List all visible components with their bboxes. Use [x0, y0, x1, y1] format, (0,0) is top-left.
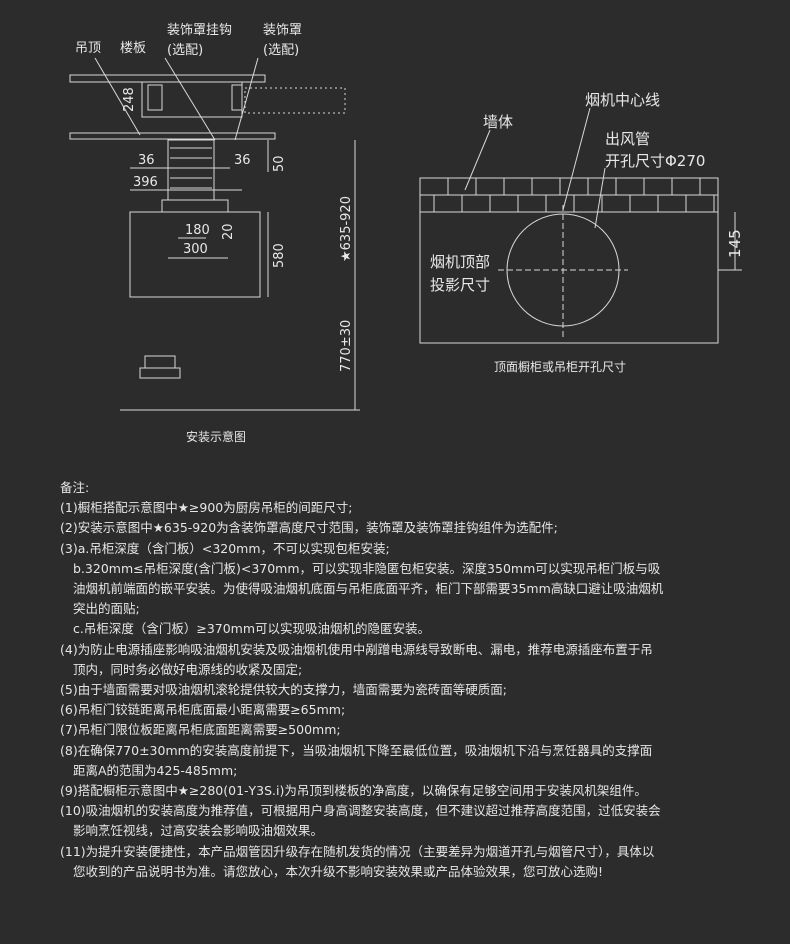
- note-line: 距离A的范围为425-485mm;: [73, 762, 238, 778]
- label-cover: 装饰罩: [263, 23, 302, 38]
- label-outlet-size: 开孔尺寸Φ270: [605, 152, 705, 170]
- note-line: (10)吸油烟机的安装高度为推荐值，可根据用户身高调整安装高度，但不建议超过推荐…: [60, 803, 661, 819]
- dim-50: 50: [272, 155, 287, 172]
- note-line: 突出的面贴;: [73, 601, 140, 617]
- cutout-caption: 顶面橱柜或吊柜开孔尺寸: [494, 360, 626, 374]
- note-line: (8)在确保770±30mm的安装高度前提下，当吸油烟机下降至最低位置，吸油烟机…: [60, 742, 653, 758]
- label-projection: 烟机顶部: [430, 253, 490, 271]
- note-line: c.吊柜深度（含门板）≥370mm可以实现吸油烟机的隐匿安装。: [73, 621, 431, 637]
- note-line: (5)由于墙面需要对吸油烟机滚轮提供较大的支撑力，墙面需要为瓷砖面等硬质面;: [60, 682, 507, 698]
- install-labels: 吊顶 楼板 装饰罩挂钩 (选配) 装饰罩 (选配) 248 36 36 50 3…: [75, 23, 354, 444]
- label-cover-optional: (选配): [263, 43, 299, 58]
- diagrams: 吊顶 楼板 装饰罩挂钩 (选配) 装饰罩 (选配) 248 36 36 50 3…: [69, 23, 744, 444]
- note-line: 油烟机前端面的嵌平安装。为使得吸油烟机底面与吊柜底面平齐，柜门下部需要35mm高…: [73, 581, 664, 597]
- note-line: b.320mm≤吊柜深度(含门板)<370mm，可以实现非隐匿包柜安装。深度35…: [73, 560, 661, 576]
- install-diagram: [69, 57, 360, 411]
- label-floor-slab: 楼板: [120, 41, 146, 56]
- dim-248: 248: [122, 87, 137, 112]
- note-line: (11)为提升安装便捷性，本产品烟管因升级存在随机发货的情况（主要差异为烟道开孔…: [60, 843, 655, 859]
- label-outlet: 出风管: [605, 130, 650, 148]
- label-ceiling: 吊顶: [75, 41, 101, 56]
- dim-20: 20: [221, 223, 236, 240]
- dim-635-920: ★635-920: [339, 196, 354, 262]
- dim-145: 145: [726, 229, 744, 258]
- note-line: (1)橱柜搭配示意图中★≥900为厨房吊柜的间距尺寸;: [60, 500, 353, 516]
- install-caption: 安装示意图: [186, 429, 246, 444]
- dim-36-right: 36: [234, 153, 251, 168]
- dim-36-left: 36: [138, 153, 155, 168]
- note-line: (7)吊柜门限位板距离吊柜底面距离需要≥500mm;: [60, 722, 341, 738]
- notes-title: 备注:: [60, 480, 90, 495]
- note-line: (3)a.吊柜深度（含门板）<320mm，不可以实现包柜安装;: [60, 540, 390, 556]
- label-center-line: 烟机中心线: [585, 91, 660, 109]
- cutout-diagram: [419, 107, 742, 344]
- dim-180: 180: [185, 223, 210, 238]
- note-line: 您收到的产品说明书为准。请您放心，本次升级不影响安装效果或产品体验效果，您可放心…: [73, 863, 604, 879]
- dim-300: 300: [183, 242, 208, 257]
- note-line: (2)安装示意图中★635-920为含装饰罩高度尺寸范围，装饰罩及装饰罩挂钩组件…: [60, 520, 558, 536]
- note-line: (4)为防止电源插座影响吸油烟机安装及吸油烟机使用中剐蹭电源线导致断电、漏电，推…: [60, 641, 653, 657]
- cutout-labels: 烟机中心线 墙体 出风管 开孔尺寸Φ270 烟机顶部 投影尺寸 145 顶面橱柜…: [430, 91, 744, 374]
- note-line: (9)搭配橱柜示意图中★≥280(01-Y3S.i)为吊顶到楼板的净高度，以确保…: [60, 783, 647, 799]
- dim-580: 580: [272, 243, 287, 268]
- label-projection-size: 投影尺寸: [430, 276, 490, 294]
- note-line: (6)吊柜门铰链距离吊柜底面最小距离需要≥65mm;: [60, 702, 346, 718]
- label-wall: 墙体: [483, 113, 513, 131]
- note-line: 影响烹饪视线，过高安装会影响吸油烟效果。: [73, 823, 324, 839]
- label-hook-optional: (选配): [167, 43, 203, 58]
- dim-770: 770±30: [339, 320, 354, 372]
- dim-396: 396: [133, 175, 158, 190]
- label-hook: 装饰罩挂钩: [167, 23, 232, 38]
- notes-section: 备注: (1)橱柜搭配示意图中★≥900为厨房吊柜的间距尺寸; (2)安装示意图中…: [60, 478, 760, 882]
- note-line: 顶内，同时务必做好电源线的收紧及固定;: [73, 661, 303, 677]
